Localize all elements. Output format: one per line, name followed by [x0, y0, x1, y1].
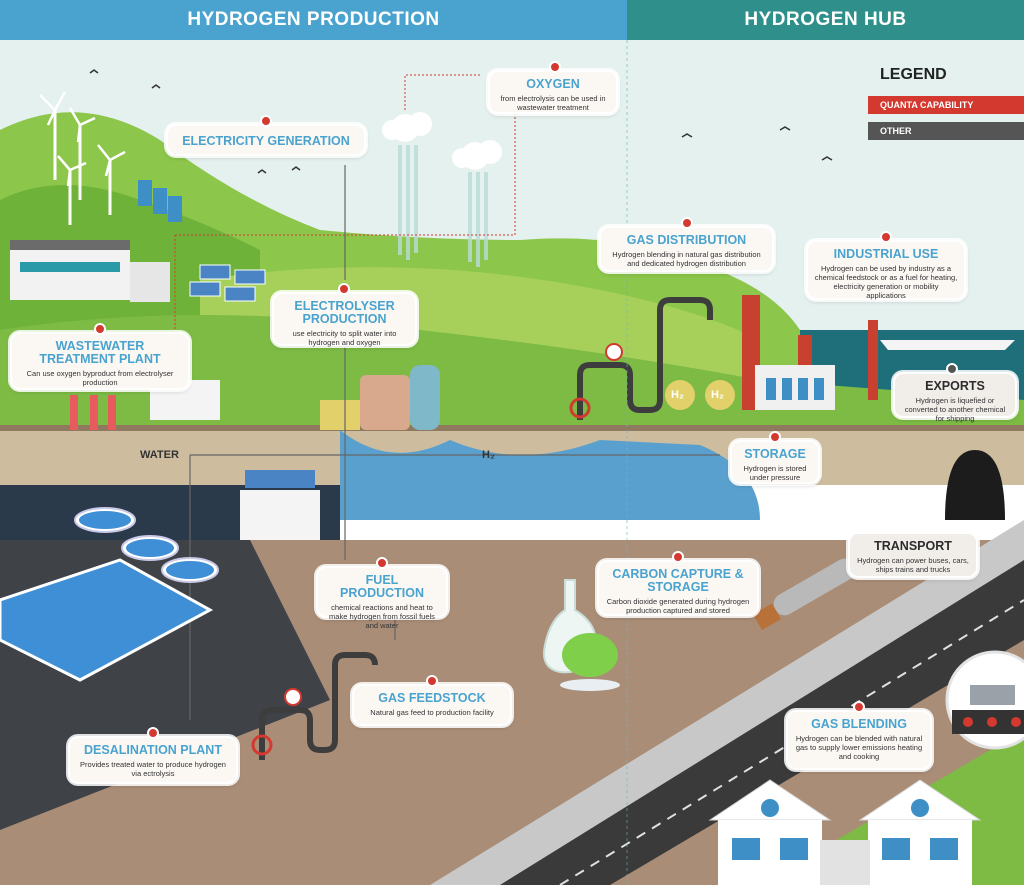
card-electricity-generation-title: ELECTRICITY GENERATION	[182, 134, 350, 148]
header-hydrogen-production: HYDROGEN PRODUCTION	[0, 0, 627, 40]
header-right-label: HYDROGEN HUB	[744, 9, 907, 30]
legend-item-other-label: OTHER	[880, 126, 912, 136]
card-gas-blending: GAS BLENDING Hydrogen can be blended wit…	[786, 710, 932, 770]
water-label: WATER	[140, 449, 179, 461]
card-storage-desc: Hydrogen is stored under pressure	[743, 464, 807, 482]
marker-electricity-generation	[260, 115, 272, 127]
card-fuel-production-title: FUEL PRODUCTION	[339, 573, 425, 600]
card-gas-distribution-title: GAS DISTRIBUTION	[626, 233, 747, 247]
card-fuel-production-desc: chemical reactions and heat to make hydr…	[329, 603, 435, 630]
marker-electrolyser-production	[338, 283, 350, 295]
card-carbon-capture-storage-desc: Carbon dioxide generated during hydrogen…	[606, 597, 750, 615]
card-desalination-plant: DESALINATION PLANT Provides treated wate…	[68, 736, 238, 784]
marker-gas-blending	[853, 701, 865, 713]
card-gas-blending-title: GAS BLENDING	[811, 717, 907, 731]
card-wastewater-treatment-plant-title: WASTEWATER TREATMENT PLANT	[39, 339, 161, 366]
card-transport-desc: Hydrogen can power buses, cars, ships tr…	[857, 556, 969, 574]
card-oxygen: OXYGEN from electrolysis can be used in …	[488, 70, 618, 114]
card-gas-distribution-desc: Hydrogen blending in natural gas distrib…	[612, 250, 761, 268]
legend-title: LEGEND	[880, 66, 947, 83]
card-gas-feedstock: GAS FEEDSTOCK Natural gas feed to produc…	[352, 684, 512, 726]
marker-oxygen	[549, 61, 561, 73]
card-gas-feedstock-title: GAS FEEDSTOCK	[378, 691, 486, 705]
marker-gas-feedstock	[426, 675, 438, 687]
card-oxygen-title: OXYGEN	[526, 77, 580, 91]
legend-item-other: OTHER	[868, 122, 1024, 140]
card-electrolyser-production-title: ELECTROLYSER PRODUCTION	[294, 299, 395, 326]
marker-wastewater-treatment-plant	[94, 323, 106, 335]
marker-industrial-use	[880, 231, 892, 243]
header-hydrogen-hub: HYDROGEN HUB	[627, 0, 1024, 40]
marker-exports	[946, 363, 958, 375]
card-electrolyser-production-desc: use electricity to split water into hydr…	[292, 329, 397, 347]
legend-item-quanta-label: QUANTA CAPABILITY	[880, 100, 974, 110]
h2-flow-label: H₂	[482, 449, 495, 461]
h2-tank-label-1: H₂	[671, 389, 684, 401]
card-carbon-capture-storage: CARBON CAPTURE & STORAGE Carbon dioxide …	[597, 560, 759, 616]
header-left-label: HYDROGEN PRODUCTION	[187, 9, 440, 30]
card-fuel-production: FUEL PRODUCTION chemical reactions and h…	[316, 566, 448, 630]
card-industrial-use-title: INDUSTRIAL USE	[833, 247, 939, 261]
card-exports: EXPORTS Hydrogen is liquefied or convert…	[893, 372, 1017, 423]
card-storage-title: STORAGE	[744, 447, 806, 461]
card-gas-blending-desc: Hydrogen can be blended with natural gas…	[795, 734, 923, 761]
card-storage: STORAGE Hydrogen is stored under pressur…	[730, 440, 820, 484]
card-electricity-generation: ELECTRICITY GENERATION	[166, 124, 366, 156]
marker-desalination-plant	[147, 727, 159, 739]
card-desalination-plant-desc: Provides treated water to produce hydrog…	[80, 760, 226, 778]
marker-gas-distribution	[681, 217, 693, 229]
marker-carbon-capture-storage	[672, 551, 684, 563]
legend-item-quanta: QUANTA CAPABILITY	[868, 96, 1024, 114]
h2-tank-label-2: H₂	[711, 389, 724, 401]
card-transport-title: TRANSPORT	[874, 539, 952, 553]
marker-storage	[769, 431, 781, 443]
card-exports-title: EXPORTS	[925, 379, 985, 393]
card-gas-feedstock-desc: Natural gas feed to production facility	[370, 708, 494, 717]
card-electrolyser-production: ELECTROLYSER PRODUCTION use electricity …	[272, 292, 417, 347]
card-wastewater-treatment-plant-desc: Can use oxygen byproduct from electrolys…	[26, 369, 174, 387]
card-industrial-use-desc: Hydrogen can be used by industry as a ch…	[814, 264, 958, 300]
card-gas-distribution: GAS DISTRIBUTION Hydrogen blending in na…	[599, 226, 774, 272]
card-transport: TRANSPORT Hydrogen can power buses, cars…	[848, 532, 978, 578]
card-carbon-capture-storage-title: CARBON CAPTURE & STORAGE	[612, 567, 744, 594]
card-desalination-plant-title: DESALINATION PLANT	[84, 743, 222, 757]
card-exports-desc: Hydrogen is liquefied or converted to an…	[904, 396, 1006, 423]
marker-fuel-production	[376, 557, 388, 569]
card-industrial-use: INDUSTRIAL USE Hydrogen can be used by i…	[806, 240, 966, 300]
card-wastewater-treatment-plant: WASTEWATER TREATMENT PLANT Can use oxyge…	[10, 332, 190, 390]
card-oxygen-desc: from electrolysis can be used in wastewa…	[500, 94, 606, 112]
